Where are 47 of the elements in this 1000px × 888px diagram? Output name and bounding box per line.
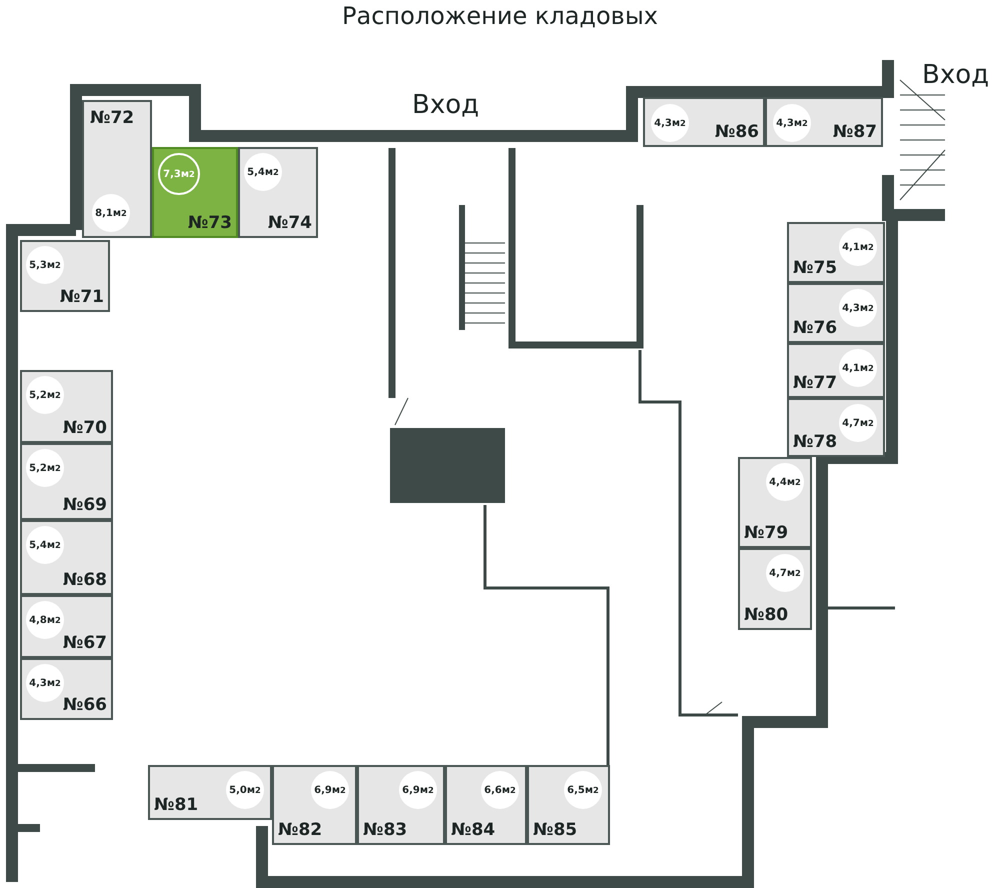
room-number: №83: [363, 822, 408, 839]
storage-room: [643, 97, 765, 147]
storage-room: [738, 548, 812, 630]
storage-room: [787, 283, 885, 343]
room-number: №68: [62, 572, 107, 589]
storage-room: [20, 520, 113, 595]
storage-room: [787, 343, 885, 398]
storage-room: [357, 765, 445, 845]
room-number: №79: [744, 525, 788, 542]
storage-room: [148, 765, 272, 820]
storage-room: [272, 765, 357, 845]
room-number: №70: [62, 420, 107, 437]
room-number: №66: [62, 697, 107, 714]
room-number: №67: [62, 635, 107, 652]
room-number: №78: [793, 434, 838, 451]
room-number: №74: [268, 215, 312, 232]
storage-room: [20, 240, 110, 312]
entrance-label: Вход: [412, 90, 480, 120]
storage-room: [445, 765, 527, 845]
room-number: №71: [60, 289, 104, 306]
room-number: №72: [90, 110, 134, 127]
room-number: №85: [533, 822, 578, 839]
room-number: №87: [832, 124, 877, 141]
room-number: №86: [714, 124, 759, 141]
room-number: №77: [793, 375, 838, 392]
storage-room: [20, 658, 113, 720]
storage-room: [20, 370, 113, 443]
room-number: №73: [188, 215, 232, 232]
room-number: №82: [278, 822, 322, 839]
storage-room: [20, 443, 113, 520]
storage-room: [20, 595, 113, 658]
storage-room: [738, 457, 812, 548]
room-number: №81: [154, 797, 198, 814]
storage-room: [527, 765, 610, 845]
room-number: №84: [451, 822, 496, 839]
storage-room: [152, 147, 238, 238]
room-number: №80: [744, 607, 788, 624]
entrance-label: Вход: [922, 60, 990, 90]
room-number: №76: [793, 320, 838, 337]
plan-title: Расположение кладовых: [341, 2, 659, 30]
storage-room: [82, 100, 152, 238]
storage-room: [238, 147, 318, 238]
storage-room: [787, 222, 885, 283]
storage-room: [787, 398, 885, 457]
storage-room: [765, 97, 883, 147]
room-number: №75: [793, 260, 838, 277]
room-number: №69: [62, 497, 107, 514]
